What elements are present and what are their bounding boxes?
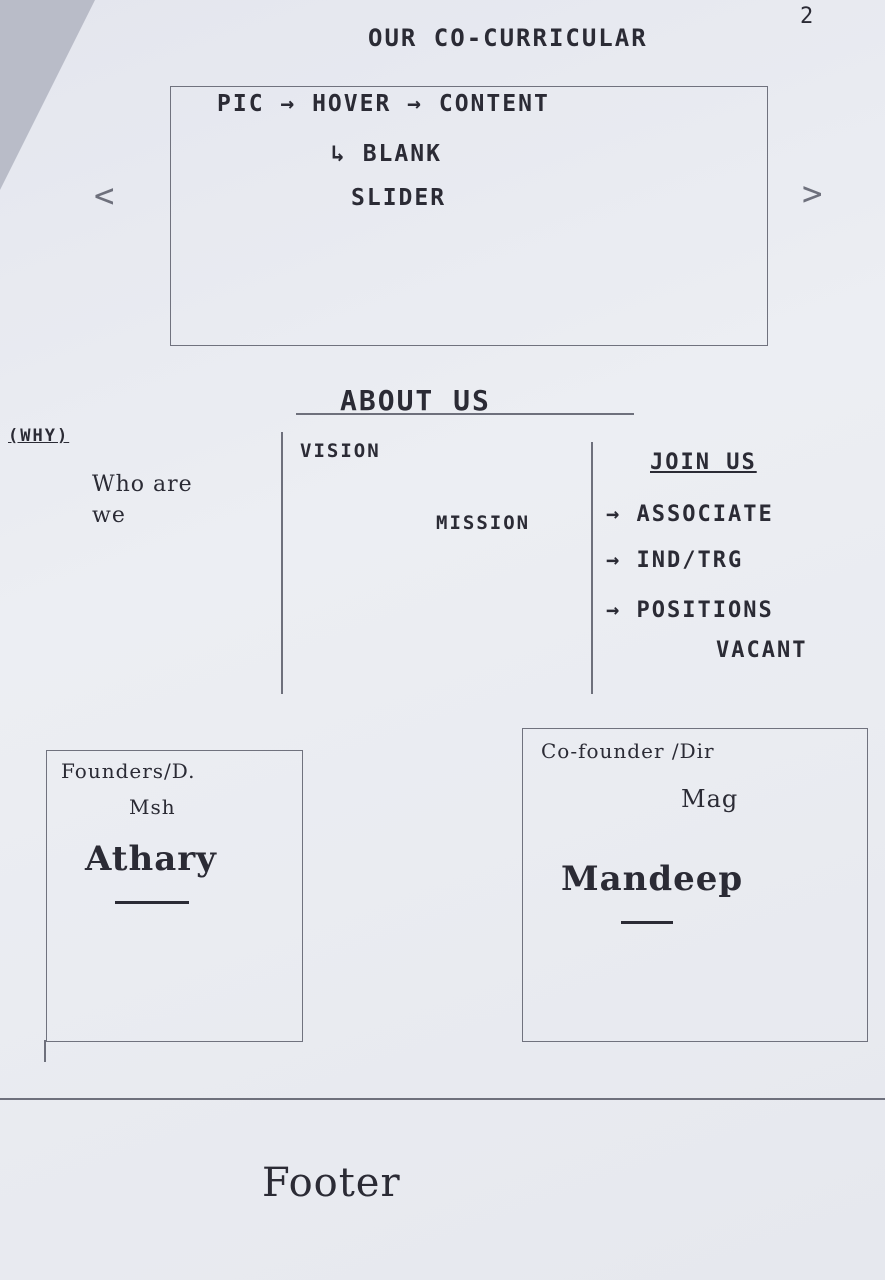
founder-name: Athary [85,839,217,879]
co-founder-role: Co-founder /Dir [541,739,715,763]
slider-note-label: SLIDER [351,185,447,211]
page-number: 2 [800,4,816,29]
card-edge-mark [44,1040,46,1062]
join-us-title[interactable]: JOIN US [650,450,757,475]
why-label: (WHY) [8,426,70,446]
about-us-heading: ABOUT US [340,384,491,417]
who-are-we-text: Who are we [92,472,193,528]
about-heading-underline [296,413,634,415]
mission-label: MISSION [436,512,531,534]
join-item-vacant[interactable]: VACANT [716,638,808,663]
co-founder-card: Co-founder /Dir Mag Mandeep [522,728,868,1042]
co-founder-name-underline [621,921,673,924]
founder-role-sub: Msh [129,795,176,819]
slider-note-hover: PIC → HOVER → CONTENT [217,91,550,117]
footer-divider [0,1098,885,1100]
founder-name-underline [115,901,189,904]
vision-label: VISION [300,440,381,462]
footer-label: Footer [262,1160,401,1206]
join-item-associate[interactable]: → ASSOCIATE [606,502,774,527]
slider-next-icon[interactable]: > [802,174,823,214]
paper-fold [0,0,95,190]
co-curricular-slider[interactable]: PIC → HOVER → CONTENT ↳ BLANK SLIDER [170,86,768,346]
slider-note-blank: ↳ BLANK [331,141,442,167]
co-founder-role-sub: Mag [681,785,739,813]
co-founder-name: Mandeep [561,859,744,899]
column-divider-left [281,432,283,694]
founder-card: Founders/D. Msh Athary [46,750,303,1042]
column-divider-right [591,442,593,694]
join-item-positions[interactable]: → POSITIONS [606,598,774,623]
founder-role: Founders/D. [61,759,196,783]
slider-prev-icon[interactable]: < [94,176,115,216]
page-title: OUR CO-CURRICULAR [368,24,648,52]
join-item-ind-trg[interactable]: → IND/TRG [606,548,744,573]
